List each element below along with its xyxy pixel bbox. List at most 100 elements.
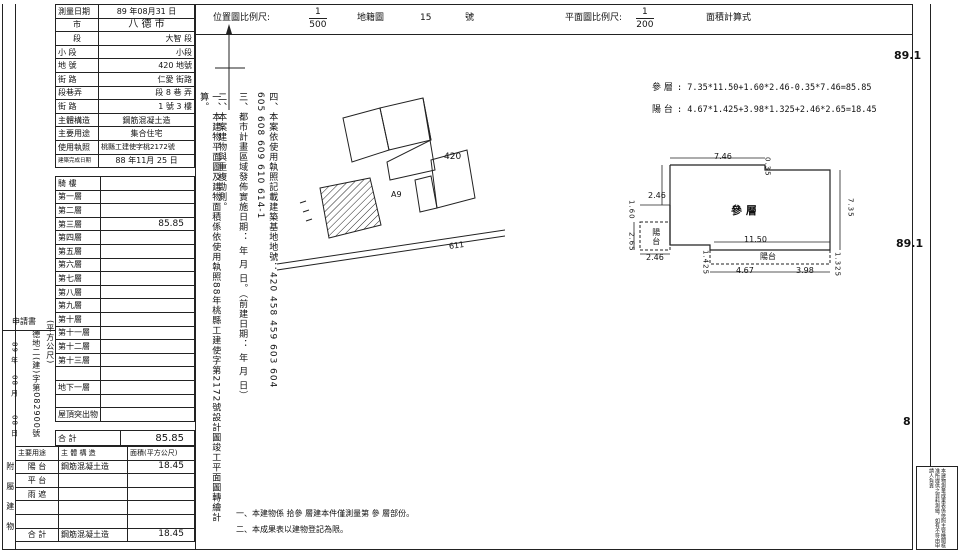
floor-name: 第六層 (55, 257, 101, 273)
accessory-area (127, 513, 195, 529)
plan-scale-label: 平面圖比例尺: (565, 13, 623, 23)
dim-1325: 1.325 (833, 252, 842, 278)
acc-header-use: 主要用途 (15, 446, 59, 461)
accessory-use (15, 500, 59, 515)
accessory-structure (58, 500, 128, 515)
right-margin-line (930, 4, 931, 466)
accessory-area (127, 486, 195, 502)
applicant-month: 08 月 (10, 375, 19, 398)
left-border-line (2, 4, 3, 550)
north-arrow (215, 24, 245, 110)
applicant-day: 08 日 (10, 415, 19, 438)
map-sheet-suffix: 號 (465, 13, 475, 23)
plan-scale-numerator: 1 (636, 8, 654, 19)
floor-row (55, 366, 195, 381)
accessory-use: 雨 遮 (15, 486, 59, 502)
floor-name: 第二層 (55, 203, 101, 218)
completion-label: 建築完成日期 (55, 153, 99, 169)
floor-plan-drawing (633, 157, 841, 273)
accessory-total-area: 18.45 (127, 527, 195, 543)
lane-label: 段巷弄 (55, 85, 99, 101)
dim-246-bot: 2.46 (646, 253, 664, 262)
accessory-use: 平 台 (15, 473, 59, 488)
permit-value: 桃縣工建使字桃2172號 (98, 139, 195, 155)
plan-scale-denominator: 200 (636, 20, 654, 30)
floor-row: 第八層 (55, 284, 195, 300)
use-value: 集合住宅 (98, 126, 195, 141)
plan-scale-fraction: 1 200 (636, 8, 654, 30)
floor-area (100, 352, 195, 368)
floor-name: 第四層 (55, 230, 101, 245)
floor-area (100, 325, 195, 341)
number-value: 1 號 3 樓 (98, 99, 195, 114)
lot-a9-label: A9 (391, 190, 402, 199)
city-value: 八 德 市 (98, 17, 195, 33)
map-sheet-number: 15 (420, 13, 432, 23)
margin-number-top: 89.1 (894, 49, 922, 62)
map-sheet-label: 地籍圖 (357, 13, 385, 23)
floor-row: 第五層 (55, 243, 195, 259)
floor-row: 第十三層 (55, 352, 195, 368)
floor-row: 地下一層 (55, 379, 195, 395)
dim-035: 0.35 (763, 157, 772, 177)
floor-row: 第十層 (55, 311, 195, 327)
floor-row (55, 393, 195, 409)
formula-balcony-value: : 4.67*1.425+3.98*1.325+2.46*2.65=18.45 (677, 105, 877, 115)
dim-398: 3.98 (796, 266, 814, 275)
permit-label: 使用執照 (55, 139, 99, 155)
dim-735: 7.35 (846, 198, 855, 218)
location-scale-denominator: 500 (309, 20, 327, 30)
footer-note-2: 二、本成果表以建物登記為限。 (236, 525, 348, 534)
road-611 (276, 229, 505, 271)
floor-row: 騎 樓 (55, 176, 195, 191)
lot-label: 地 號 (55, 58, 99, 73)
floor-row: 第九層 (55, 298, 195, 313)
formula-floor-value: : 7.35*11.50+1.60*2.46-0.35*7.46=85.85 (677, 83, 872, 93)
main-frame-left (195, 4, 196, 550)
dim-1150: 11.50 (744, 235, 767, 244)
section-value: 大智 段 (98, 31, 195, 46)
balcony-outlines (639, 221, 831, 265)
main-frame-top (195, 4, 912, 5)
acc-header-structure: 主 體 構 造 (58, 446, 128, 461)
accessory-structure (58, 513, 128, 529)
dimension-lines (633, 157, 841, 273)
margin-number-bottom: 8 (903, 415, 911, 428)
vertical-note-4: 四、本案依使用執照記載建築基地地號：420 458 459 603 604 60… (255, 92, 278, 389)
accessory-area (127, 473, 195, 488)
floor-row: 第六層 (55, 257, 195, 273)
floor-row: 屋頂突出物 (55, 407, 195, 422)
floor-name: 第九層 (55, 298, 101, 313)
floor-area (100, 393, 195, 409)
floor-area: 85.85 (100, 216, 195, 232)
floor-area (100, 339, 195, 354)
accessory-row (15, 513, 195, 529)
floor-name (55, 366, 101, 381)
applicant-divider (2, 330, 55, 331)
accessory-total-structure: 鋼筋混凝土造 (58, 527, 128, 543)
location-scale-numerator: 1 (309, 8, 327, 19)
floor-area (100, 379, 195, 395)
floor-row: 第七層 (55, 271, 195, 286)
vertical-note-1: 一、本建物平面圖及建物面積係依使用執照88年桃縣工建使字第2172號設計圖竣工平… (198, 92, 221, 523)
floor-name: 第五層 (55, 243, 101, 259)
building-area-unit-label: (平方公尺) (45, 320, 55, 365)
location-scale-fraction: 1 500 (309, 8, 327, 30)
floor-name: 第十二層 (55, 339, 101, 354)
floor-total-label: 合 計 (55, 430, 121, 446)
floor-row: 第一層 (55, 189, 195, 205)
subsection-value: 小段 (98, 44, 195, 60)
floor-name (55, 393, 101, 409)
floor-name: 屋頂突出物 (55, 407, 101, 422)
use-label: 主要用途 (55, 126, 99, 141)
margin-number-middle: 89.1 (896, 237, 924, 250)
floor-name: 第一層 (55, 189, 101, 205)
street-value: 仁愛 街路 (98, 71, 195, 87)
section-label: 段 (55, 31, 99, 46)
city-label: 市 (55, 17, 99, 33)
lot-parcels (342, 97, 476, 213)
structure-label: 主體構造 (55, 112, 99, 128)
lane-value: 段 8 巷 弄 (98, 85, 195, 101)
